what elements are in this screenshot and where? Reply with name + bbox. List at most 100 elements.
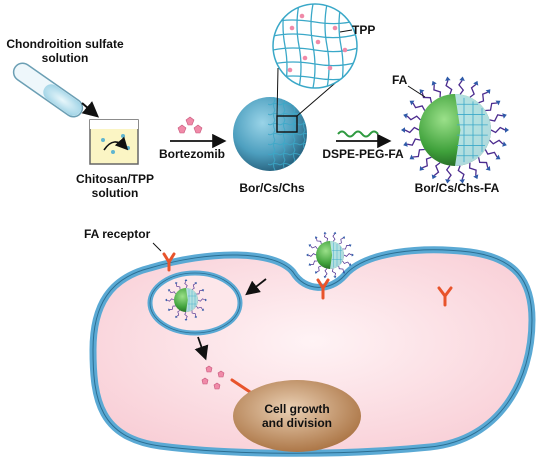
fa-ligand [502, 113, 507, 119]
fa-receptor-icon [162, 252, 176, 272]
peg-chain [331, 268, 337, 277]
peg-chain [308, 253, 317, 257]
cell-growth-label: Cell growth and division [261, 402, 332, 430]
beaker [89, 119, 139, 165]
fa-ligand [403, 141, 408, 147]
peg-chain [338, 265, 344, 273]
peg-chain [458, 80, 465, 95]
peg-chain [343, 253, 352, 257]
fa-ligand [323, 231, 327, 235]
fa-ligand [459, 179, 465, 184]
fa-ligand [419, 89, 425, 95]
bortezomib-molecules [177, 116, 203, 134]
fa-ligand [333, 275, 337, 279]
test-tube [12, 62, 84, 118]
fa-ligand [205, 298, 207, 302]
receptor-pointer [152, 242, 162, 252]
fa-ligand [306, 253, 309, 257]
uptake-arrow [245, 278, 267, 296]
fa-pointer [407, 85, 426, 98]
fa-label: FA [392, 73, 408, 87]
fa-ligand [342, 236, 345, 239]
peg-chain [406, 138, 421, 146]
peg-chain [489, 114, 504, 122]
fa-ligand [351, 253, 354, 257]
fa-ligand [184, 319, 188, 321]
dspe-peg-fa-label: DSPE-PEG-FA [322, 147, 404, 161]
fa-ligand [323, 275, 327, 279]
peg-chain [404, 126, 420, 134]
nucleus [233, 380, 361, 452]
peg-chain [316, 237, 322, 245]
peg-chain [490, 126, 506, 134]
peg-chain [342, 245, 350, 250]
fa-ligand [308, 244, 312, 247]
fa-ligand [401, 127, 405, 133]
peg-chain [191, 283, 196, 290]
fa-ligand [495, 100, 501, 106]
entering-nanoparticle [306, 231, 354, 279]
chondroitin-label: Chondroition sulfate solution [6, 37, 124, 65]
peg-chain [433, 162, 441, 176]
fa-ligand [473, 80, 479, 86]
fa-ligand [502, 141, 507, 147]
peg-chain [191, 310, 196, 317]
fa-ligand [431, 80, 437, 86]
peg-chain [323, 233, 329, 242]
fa-ligand [505, 127, 509, 133]
released-drug [201, 365, 225, 390]
fa-ligand [409, 154, 415, 160]
peg-chain [166, 298, 175, 302]
zoom-line [276, 67, 279, 117]
fa-ligand [342, 271, 345, 274]
peg-chain [342, 260, 350, 265]
peg-chain [310, 260, 318, 265]
peg-chain [406, 115, 421, 121]
fa-ligand [445, 179, 451, 184]
peg-chain [169, 290, 176, 295]
fa-ligand [445, 76, 451, 81]
tube-arrow [81, 101, 100, 118]
peg-chain [196, 305, 203, 310]
peg-chain [469, 84, 477, 98]
fa-ligand [308, 263, 312, 266]
peg-chain [468, 162, 477, 176]
fa-ligand [419, 165, 425, 171]
fa-ligand [409, 100, 415, 106]
peg-chain [457, 165, 465, 180]
fa-ligand [175, 281, 178, 285]
release-arrow [194, 336, 209, 361]
endosome-nanoparticle [165, 279, 207, 321]
bortezomib-label: Bortezomib [159, 147, 225, 161]
peg-chain [412, 148, 425, 158]
fa-ligand [184, 279, 188, 281]
zoom-inset [272, 3, 358, 89]
peg-chain [184, 311, 188, 320]
fa-ligand [315, 236, 318, 239]
peg-chain [332, 233, 336, 242]
peg-chain [433, 84, 442, 98]
fa-ligand [201, 308, 205, 311]
fa-receptor-icon [437, 286, 453, 307]
peg-chain [176, 310, 181, 317]
fa-ligand [485, 89, 491, 95]
core-nanoparticle [233, 97, 307, 171]
peg-wave [337, 130, 379, 138]
peg-chain [176, 283, 181, 290]
fa-ligand [403, 113, 408, 119]
peg-chain [478, 91, 488, 104]
bor-cs-chs-fa-label: Bor/Cs/Chs-FA [414, 181, 500, 195]
bor-cs-chs-label: Bor/Cs/Chs [239, 181, 305, 195]
fa-ligand [315, 271, 318, 274]
peg-chain [310, 245, 318, 250]
tpp-label: TPP [352, 23, 376, 37]
fa-ligand [175, 315, 178, 319]
fa-ligand [194, 315, 197, 319]
fa-ligand [167, 289, 171, 292]
tpp-pointer [339, 29, 353, 33]
fa-ligand [348, 244, 352, 247]
fa-ligand [194, 281, 197, 285]
fa-receptor-icon [316, 278, 330, 300]
peg-chain [485, 102, 498, 112]
fa-ligand [459, 76, 465, 81]
